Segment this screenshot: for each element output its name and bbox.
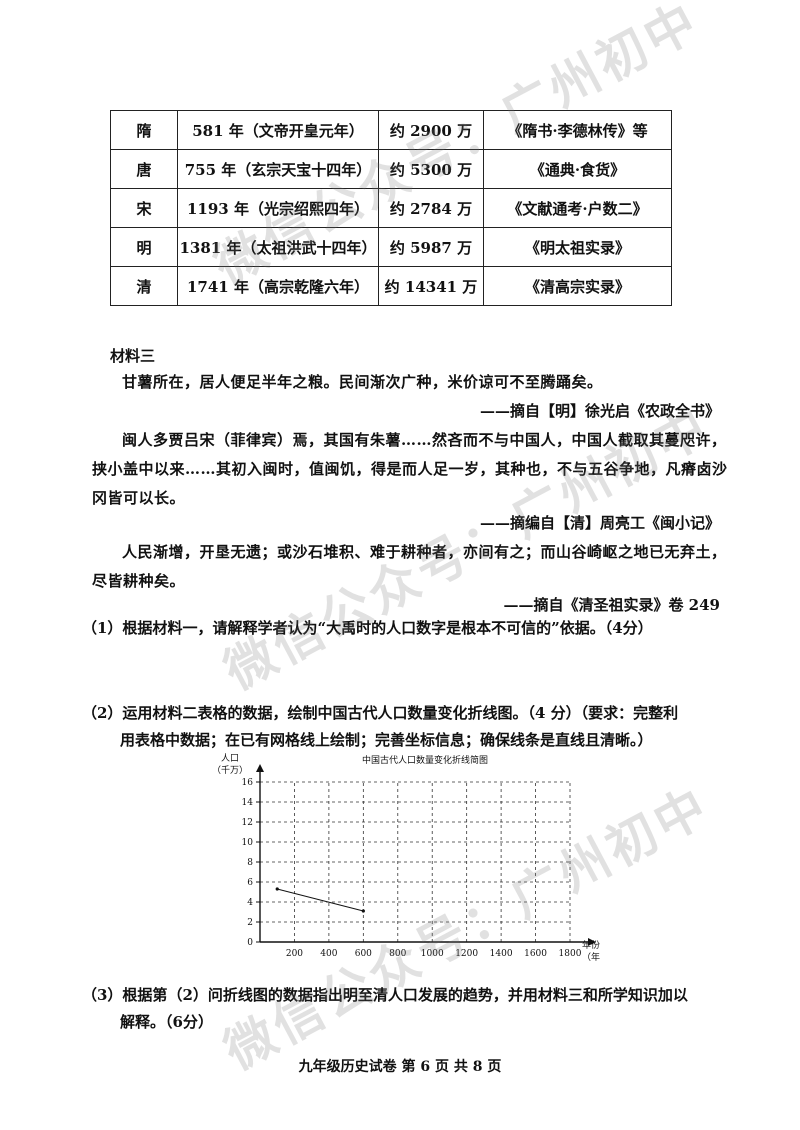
population-cell: 约 2784 万 xyxy=(378,188,484,228)
x-tick-label: 1200 xyxy=(455,949,478,959)
source-cell: 《明太祖实录》 xyxy=(483,227,672,267)
material-3-paragraph-2: 闽人多贾吕宋（菲律宾）焉，其国有朱薯……然吝而不与中国人，中国人截取其蔓咫许，挟… xyxy=(92,431,728,507)
y-axis-label: 人口 xyxy=(221,753,239,764)
y-tick-label: 8 xyxy=(247,858,253,868)
y-tick-label: 12 xyxy=(242,818,253,828)
question-3-line-1: （3）根据第（2）问折线图的数据指出明至清人口发展的趋势，并用材料三和所学知识加… xyxy=(82,986,688,1004)
x-tick-label: 1000 xyxy=(421,949,444,959)
x-axis-label: 年份 xyxy=(582,939,600,951)
dynasty-cell: 宋 xyxy=(110,188,178,228)
question-3-line-2: 解释。（6分） xyxy=(120,1013,213,1031)
source-cell: 《隋书·李德林传》等 xyxy=(483,110,672,150)
question-2-line-1: （2）运用材料二表格的数据，绘制中国古代人口数量变化折线图。（4 分）（要求：完… xyxy=(82,704,679,722)
material-3-source-3: ——摘自《清圣祖实录》卷 249 xyxy=(503,596,720,614)
question-2: （2）运用材料二表格的数据，绘制中国古代人口数量变化折线图。（4 分）（要求：完… xyxy=(82,700,732,754)
y-tick-label: 6 xyxy=(247,878,253,888)
population-cell: 约 2900 万 xyxy=(378,110,484,150)
x-tick-label: 800 xyxy=(389,949,406,959)
population-line-chart: 中国古代人口数量变化折线简图 人口（千万） 0 2 4 6 8 10 12 14 16 200 400 6… xyxy=(212,753,600,963)
x-axis-arrow xyxy=(588,938,596,946)
y-tick-label: 0 xyxy=(247,938,253,948)
year-cell: 581 年（文帝开皇元年） xyxy=(177,110,379,150)
data-point xyxy=(361,909,365,913)
dynasty-cell: 清 xyxy=(110,266,178,306)
source-cell: 《通典·食货》 xyxy=(483,149,672,189)
population-cell: 约 14341 万 xyxy=(378,266,484,306)
dynasty-cell: 明 xyxy=(110,227,178,267)
year-cell: 1193 年（光宗绍熙四年） xyxy=(177,188,379,228)
year-cell: 755 年（玄宗天宝十四年） xyxy=(177,149,379,189)
population-cell: 约 5300 万 xyxy=(378,149,484,189)
data-point xyxy=(275,887,279,891)
source-cell: 《清高宗实录》 xyxy=(483,266,672,306)
series-line xyxy=(277,888,364,912)
x-tick-label: 400 xyxy=(320,949,337,959)
material-3-title: 材料三 xyxy=(110,347,156,365)
y-tick-label: 4 xyxy=(247,898,253,908)
y-axis-arrow xyxy=(256,764,264,772)
y-axis-unit: （千万） xyxy=(212,765,248,776)
x-axis-unit: （年） xyxy=(582,951,600,963)
dynasty-cell: 隋 xyxy=(110,110,178,150)
material-3-source-2: ——摘编自【清】周亮工《闽小记》 xyxy=(479,514,720,532)
year-cell: 1381 年（太祖洪武十四年） xyxy=(177,227,379,267)
material-3-source-1: ——摘自【明】徐光启《农政全书》 xyxy=(479,402,720,420)
source-cell: 《文献通考·户数二》 xyxy=(483,188,672,228)
x-tick-label: 600 xyxy=(355,949,372,959)
material-3-paragraph-3: 人民渐增，开垦无遗；或沙石堆积、难于耕种者，亦间有之；而山谷崎岖之地已无弃土，尽… xyxy=(92,543,727,590)
x-tick-label: 200 xyxy=(286,949,303,959)
year-cell: 1741 年（高宗乾隆六年） xyxy=(177,266,379,306)
x-tick-label: 1400 xyxy=(490,949,513,959)
y-tick-label: 2 xyxy=(247,918,253,928)
x-tick-label: 1600 xyxy=(524,949,547,959)
question-3: （3）根据第（2）问折线图的数据指出明至清人口发展的趋势，并用材料三和所学知识加… xyxy=(82,982,732,1036)
material-3-paragraph-1: 甘薯所在，居人便足半年之粮。民间渐次广种，米价谅可不至腾踊矣。 xyxy=(122,373,603,391)
y-tick-label: 16 xyxy=(242,778,254,788)
question-1: （1）根据材料一，请解释学者认为“大禹时的人口数字是根本不可信的”依据。（4分） xyxy=(82,619,653,637)
y-tick-label: 14 xyxy=(242,798,254,808)
x-tick-label: 1800 xyxy=(559,949,582,959)
page-footer: 九年级历史试卷 第 6 页 共 8 页 xyxy=(298,1059,502,1075)
question-2-line-2: 用表格中数据；在已有网格线上绘制；完善坐标信息；确保线条是直线且清晰。） xyxy=(120,731,653,749)
dynasty-cell: 唐 xyxy=(110,149,178,189)
y-tick-label: 10 xyxy=(242,838,254,848)
population-cell: 约 5987 万 xyxy=(378,227,484,267)
chart-title: 中国古代人口数量变化折线简图 xyxy=(362,754,488,766)
